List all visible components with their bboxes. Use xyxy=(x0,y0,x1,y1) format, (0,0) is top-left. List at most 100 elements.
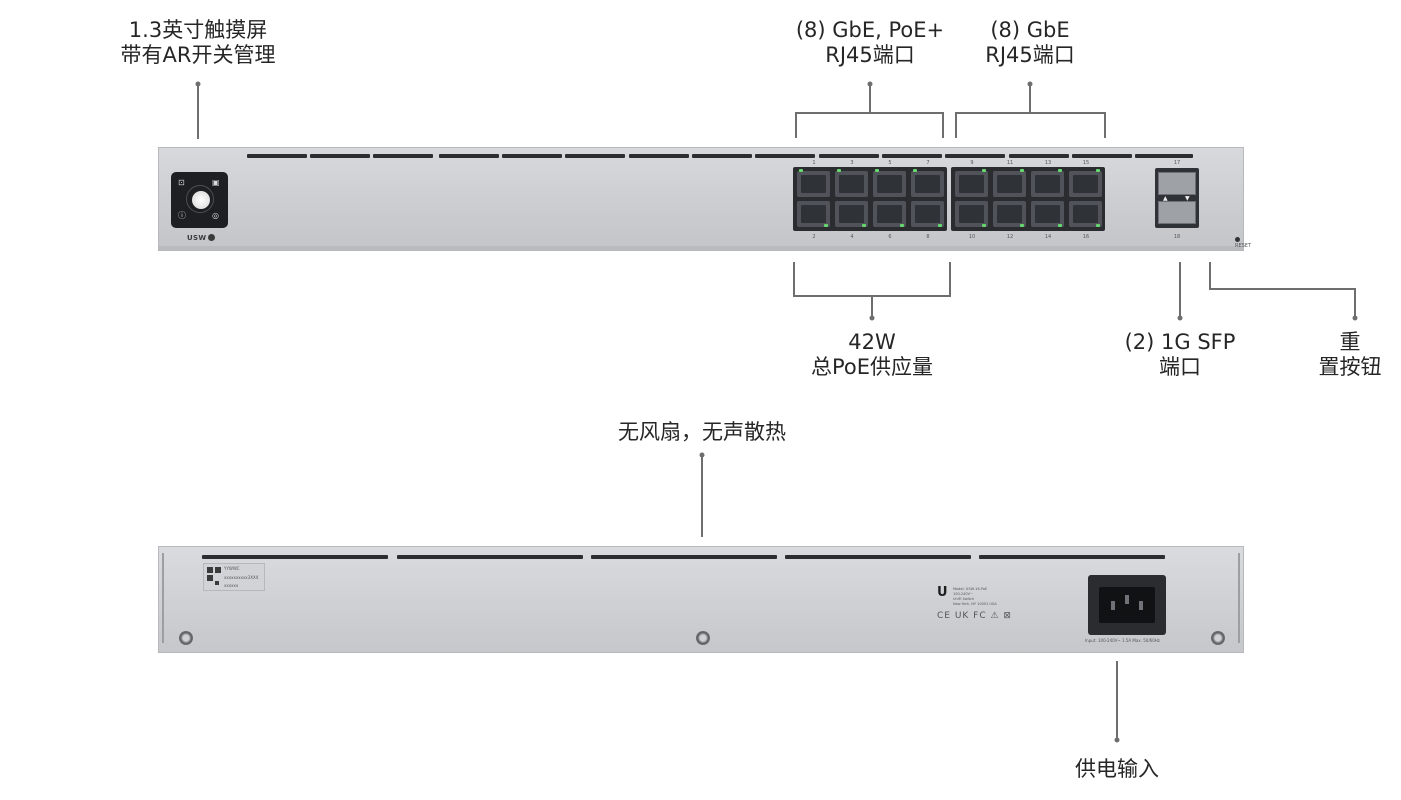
port-block-gbe xyxy=(951,167,1105,231)
qr-code-icon xyxy=(207,567,213,573)
reset-button[interactable]: RESET xyxy=(1235,237,1251,249)
rj45-port[interactable] xyxy=(835,201,868,227)
rj45-port[interactable] xyxy=(911,169,944,197)
poe-ports-callout: (8) GbE, PoE+ RJ45端口 xyxy=(795,18,945,67)
serial-line: YYWWC xyxy=(224,566,240,571)
switch-rear-panel: YYWWC xxxxxxxxxx3XXX xxxxxx U Model: USW… xyxy=(158,546,1244,653)
port-number: 10 xyxy=(968,234,976,240)
sfp-number: 18 xyxy=(1173,234,1181,240)
vent-slot xyxy=(785,555,971,559)
touch-center-button[interactable] xyxy=(192,191,210,209)
iec-socket xyxy=(1099,587,1155,623)
socket-pin xyxy=(1139,601,1143,610)
rj45-port[interactable] xyxy=(797,201,830,227)
port-number: 6 xyxy=(888,234,892,240)
rj45-port[interactable] xyxy=(797,169,830,197)
port-number: 12 xyxy=(1006,234,1014,240)
vent-slot xyxy=(819,154,879,158)
vent-slot xyxy=(310,154,370,158)
screw-icon xyxy=(1211,631,1225,645)
vent-slot xyxy=(591,555,777,559)
port-number: 14 xyxy=(1044,234,1052,240)
vent-slot xyxy=(882,154,942,158)
port-block-poe xyxy=(793,167,947,231)
socket-pin xyxy=(1125,595,1129,604)
touch-ring xyxy=(186,185,214,213)
port-number: 8 xyxy=(926,234,930,240)
display-icon: ⊡ xyxy=(178,178,185,187)
qr-code-icon xyxy=(215,567,221,573)
port-number: 9 xyxy=(970,160,974,166)
brand-logo-icon: U xyxy=(937,585,948,600)
gbe-ports-callout: (8) GbE RJ45端口 xyxy=(985,18,1075,67)
rj45-port[interactable] xyxy=(1069,169,1102,197)
locate-icon: ◎ xyxy=(212,211,219,220)
vent-slot xyxy=(439,154,499,158)
model-tag: USW xyxy=(187,234,216,242)
serial-line: xxxxxx xyxy=(224,583,239,588)
vent-slot xyxy=(1135,154,1193,158)
rj45-port[interactable] xyxy=(955,201,988,227)
touchscreen-callout: 1.3英寸触摸屏 带有AR开关管理 xyxy=(120,18,276,67)
vent-slot xyxy=(247,154,307,158)
logo-icon xyxy=(208,234,216,241)
rear-left-edge xyxy=(162,553,164,643)
screw-icon xyxy=(179,631,193,645)
regulatory-text: Model: USW-16-PoE 100-240V~ UniFi Switch… xyxy=(953,587,997,606)
vent-slot xyxy=(1072,154,1132,158)
rj45-port[interactable] xyxy=(873,169,906,197)
vent-slot xyxy=(565,154,625,158)
switch-front-panel: ⊡ ▣ ⓘ ◎ USW 1 3 5 7 9 11 13 15 2 4 6 8 1… xyxy=(158,147,1251,251)
port-number: 2 xyxy=(812,234,816,240)
port-number: 15 xyxy=(1082,160,1090,166)
sfp-port[interactable] xyxy=(1158,172,1196,195)
socket-pin xyxy=(1111,601,1115,610)
power-inlet[interactable] xyxy=(1088,575,1166,635)
port-number: 5 xyxy=(888,160,892,166)
rj45-port[interactable] xyxy=(1069,201,1102,227)
port-number: 1 xyxy=(812,160,816,166)
vent-slot xyxy=(692,154,752,158)
vent-slot xyxy=(202,555,388,559)
rj45-port[interactable] xyxy=(835,169,868,197)
rj45-port[interactable] xyxy=(993,169,1026,197)
screw-icon xyxy=(696,631,710,645)
sfp-port[interactable] xyxy=(1158,201,1196,224)
certification-marks: CE UK FC ⚠ ⊠ xyxy=(937,611,1012,621)
port-number: 13 xyxy=(1044,160,1052,166)
vent-slot xyxy=(373,154,433,158)
power-rating: Input: 100-240V~ 1.5A Max. 50/60Hz xyxy=(1085,638,1160,643)
info-icon: ⓘ xyxy=(178,211,186,220)
qr-code-icon xyxy=(215,581,219,585)
port-number: 11 xyxy=(1006,160,1014,166)
vent-slot xyxy=(397,555,583,559)
reset-callout: 重 置按钮 xyxy=(1318,330,1382,379)
vent-slot xyxy=(979,555,1165,559)
rj45-port[interactable] xyxy=(911,201,944,227)
reset-hole-icon xyxy=(1235,237,1240,242)
rear-right-edge xyxy=(1238,553,1240,643)
power-input-callout: 供电输入 xyxy=(1075,757,1159,781)
port-number: 7 xyxy=(926,160,930,166)
serial-label: YYWWC xxxxxxxxxx3XXX xxxxxx xyxy=(203,563,265,591)
touchscreen[interactable]: ⊡ ▣ ⓘ ◎ xyxy=(171,172,228,228)
vent-slot xyxy=(629,154,689,158)
rj45-port[interactable] xyxy=(1031,169,1064,197)
rj45-port[interactable] xyxy=(955,169,988,197)
port-number: 3 xyxy=(850,160,854,166)
arrow-down-icon: ▼ xyxy=(1185,195,1190,202)
port-number: 4 xyxy=(850,234,854,240)
fanless-callout: 无风扇，无声散热 xyxy=(618,420,786,444)
sfp-ports-callout: (2) 1G SFP 端口 xyxy=(1124,330,1236,379)
vent-slot xyxy=(502,154,562,158)
sfp-number: 17 xyxy=(1173,160,1181,166)
vent-slot xyxy=(945,154,1005,158)
arrow-up-icon: ▲ xyxy=(1163,195,1168,202)
qr-code-icon xyxy=(207,575,213,581)
front-bottom-rim xyxy=(159,246,1243,250)
rj45-port[interactable] xyxy=(873,201,906,227)
rj45-port[interactable] xyxy=(993,201,1026,227)
vent-slot xyxy=(1009,154,1069,158)
rj45-port[interactable] xyxy=(1031,201,1064,227)
